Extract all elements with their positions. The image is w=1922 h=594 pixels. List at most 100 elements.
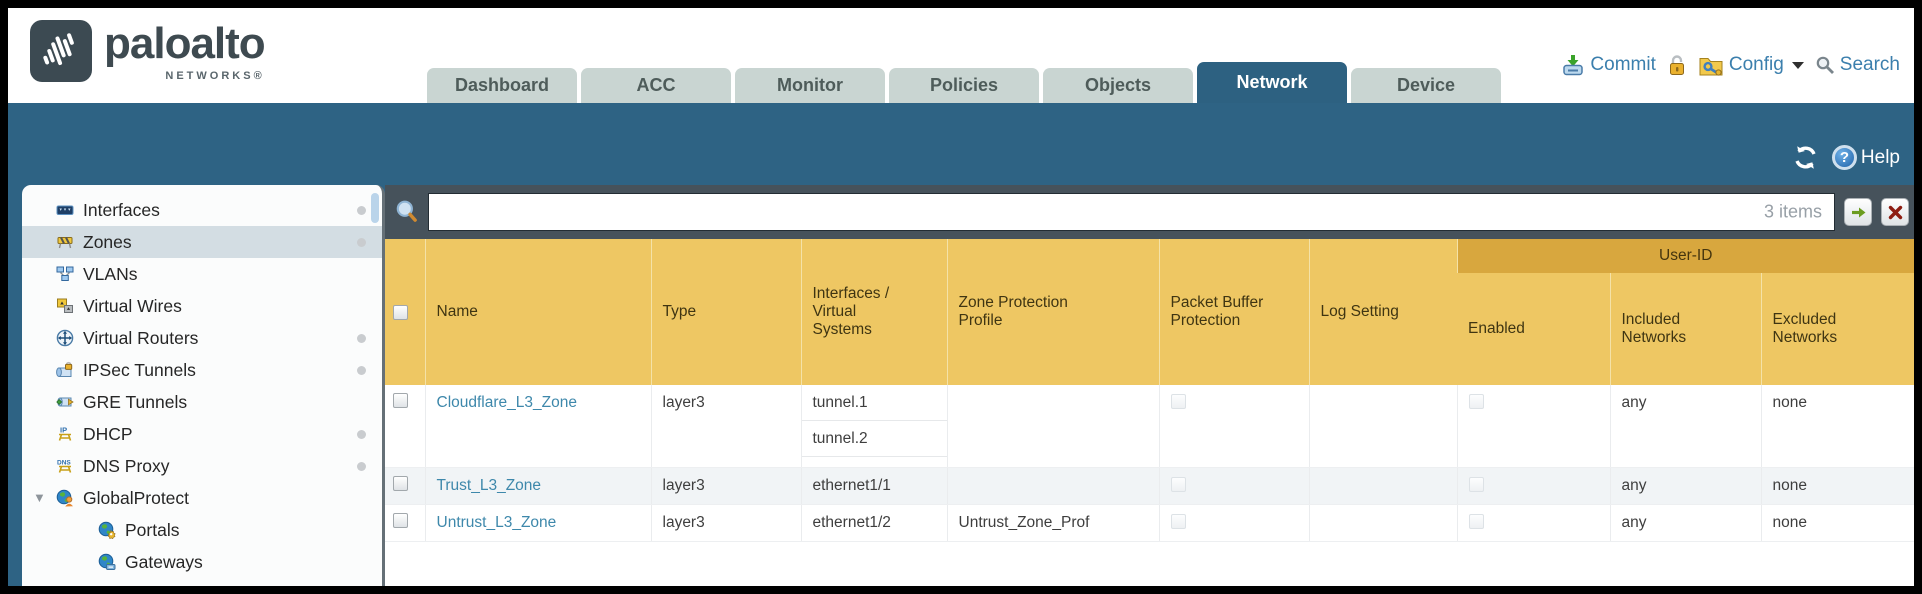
dhcp-icon: IP <box>58 426 72 441</box>
globalprotect-icon <box>56 489 73 507</box>
zone-protection-profile-cell: Untrust_Zone_Prof <box>946 504 1159 542</box>
zones-table: Name Type Interfaces / Virtual Systems Z… <box>385 239 1914 542</box>
column-header-log-setting[interactable]: Log Setting <box>1308 239 1457 385</box>
zone-interfaces-cell: ethernet1/2 <box>800 504 947 542</box>
sidebar-item-virtual-routers[interactable]: Virtual Routers <box>22 322 382 354</box>
gre-tunnels-icon <box>56 397 74 407</box>
apply-filter-button[interactable] <box>1844 198 1872 226</box>
column-header-enabled[interactable]: Enabled <box>1457 273 1610 385</box>
commit-label: Commit <box>1590 54 1656 75</box>
tab-network[interactable]: Network <box>1197 62 1347 103</box>
tab-policies[interactable]: Policies <box>889 68 1039 103</box>
search-button[interactable]: Search <box>1815 54 1900 76</box>
select-all-header <box>385 239 425 385</box>
status-dot <box>357 237 366 247</box>
table-row: Cloudflare_L3_Zone layer3 tunnel.1 tunne… <box>385 385 1914 468</box>
top-header: paloalto NETWORKS® Dashboard ACC Monitor… <box>8 8 1914 103</box>
sidebar-item-zones[interactable]: Zones <box>22 226 382 258</box>
vlans-icon <box>56 266 74 281</box>
column-header-excluded-networks[interactable]: Excluded Networks <box>1760 273 1914 385</box>
lock-icon[interactable] <box>1667 54 1687 77</box>
row-checkbox[interactable] <box>393 475 408 491</box>
status-dot <box>357 461 366 471</box>
config-menu-button[interactable]: Config <box>1698 54 1804 77</box>
row-checkbox[interactable] <box>393 512 408 528</box>
interface-entry: ethernet1/1 <box>812 476 891 494</box>
column-header-zone-protection-profile[interactable]: Zone Protection Profile <box>946 239 1159 385</box>
status-dot <box>357 205 366 215</box>
tab-objects[interactable]: Objects <box>1043 68 1193 103</box>
user-id-enabled-checkbox[interactable] <box>1468 476 1484 492</box>
included-networks-cell: any <box>1609 467 1761 505</box>
sidebar-item-dns-proxy[interactable]: DNS DNS Proxy <box>22 450 382 482</box>
tab-device[interactable]: Device <box>1351 68 1501 103</box>
paloalto-logo: paloalto NETWORKS® <box>30 19 266 82</box>
user-id-enabled-checkbox[interactable] <box>1468 513 1484 529</box>
clear-filter-button[interactable] <box>1881 198 1909 226</box>
column-header-type[interactable]: Type <box>650 239 801 385</box>
zone-name-link[interactable]: Trust_L3_Zone <box>436 476 542 494</box>
sidebar-item-label: IPSec Tunnels <box>83 359 196 380</box>
network-sidebar: Interfaces Zones VLANs <box>22 185 385 586</box>
table-row: Untrust_L3_Zone layer3 ethernet1/2 Untru… <box>385 504 1914 542</box>
brand-name: paloalto <box>104 19 266 68</box>
search-label: Search <box>1839 54 1900 75</box>
tab-dashboard[interactable]: Dashboard <box>427 68 577 103</box>
select-all-checkbox[interactable] <box>393 304 408 320</box>
refresh-icon[interactable] <box>1792 144 1819 171</box>
status-dot <box>357 429 366 439</box>
commit-button[interactable]: Commit <box>1561 53 1656 77</box>
sidebar-scrollbar[interactable] <box>371 193 379 223</box>
zone-protection-profile-cell <box>946 467 1159 505</box>
packet-buffer-protection-checkbox[interactable] <box>1170 476 1186 492</box>
packet-buffer-protection-checkbox[interactable] <box>1170 394 1186 409</box>
sidebar-item-gateways[interactable]: Gateways <box>22 546 382 578</box>
interface-entry: tunnel.1 <box>801 385 947 421</box>
tab-acc[interactable]: ACC <box>581 68 731 103</box>
sidebar-item-portals[interactable]: Portals <box>22 514 382 546</box>
packet-buffer-protection-checkbox[interactable] <box>1170 513 1186 529</box>
column-header-packet-buffer-protection[interactable]: Packet Buffer Protection <box>1158 239 1309 385</box>
virtual-routers-icon <box>56 329 74 347</box>
column-header-included-networks[interactable]: Included Networks <box>1609 273 1761 385</box>
dns-proxy-icon: DNS <box>57 460 71 473</box>
sidebar-item-virtual-wires[interactable]: Virtual Wires <box>22 290 382 322</box>
row-checkbox[interactable] <box>393 393 408 408</box>
sidebar-item-label: Interfaces <box>83 199 160 220</box>
expander-icon[interactable]: ▼ <box>33 490 46 505</box>
main-tab-bar: Dashboard ACC Monitor Policies Objects N… <box>427 62 1501 103</box>
interface-entry: tunnel.2 <box>801 421 947 457</box>
filter-bar: 3 items <box>385 185 1914 239</box>
paloalto-logo-mark <box>30 20 92 82</box>
sidebar-item-label: Virtual Routers <box>83 327 199 348</box>
zone-type-cell: layer3 <box>650 467 801 505</box>
filter-search-icon[interactable] <box>394 199 420 225</box>
sidebar-item-globalprotect[interactable]: ▼ GlobalProtect <box>22 482 382 514</box>
filter-input-wrap: 3 items <box>428 193 1835 231</box>
column-header-interfaces[interactable]: Interfaces / Virtual Systems <box>800 239 947 385</box>
filter-input[interactable] <box>428 193 1835 231</box>
green-arrow-icon <box>1851 207 1865 217</box>
gateways-icon <box>98 553 116 570</box>
sidebar-item-interfaces[interactable]: Interfaces <box>22 194 382 226</box>
interface-entry: ethernet1/2 <box>812 513 891 531</box>
excluded-networks-cell: none <box>1760 504 1914 542</box>
table-row: Trust_L3_Zone layer3 ethernet1/1 any non… <box>385 467 1914 505</box>
user-id-enabled-checkbox[interactable] <box>1468 394 1484 409</box>
sidebar-item-label: Virtual Wires <box>83 295 182 316</box>
red-x-icon <box>1888 205 1902 219</box>
column-header-name[interactable]: Name <box>424 239 651 385</box>
included-networks-cell: any <box>1609 385 1761 468</box>
help-button[interactable]: ? Help <box>1831 145 1900 170</box>
tab-monitor[interactable]: Monitor <box>735 68 885 103</box>
svg-text:DNS: DNS <box>57 460 71 467</box>
sidebar-item-ipsec-tunnels[interactable]: IPSec Tunnels <box>22 354 382 386</box>
sidebar-item-gre-tunnels[interactable]: GRE Tunnels <box>22 386 382 418</box>
excluded-networks-cell: none <box>1760 385 1914 468</box>
commit-icon <box>1563 55 1584 76</box>
sidebar-item-vlans[interactable]: VLANs <box>22 258 382 290</box>
zone-name-link[interactable]: Cloudflare_L3_Zone <box>436 394 577 411</box>
zone-name-link[interactable]: Untrust_L3_Zone <box>436 513 557 531</box>
column-group-user-id: User-ID <box>1456 239 1914 273</box>
sidebar-item-dhcp[interactable]: IP DHCP <box>22 418 382 450</box>
